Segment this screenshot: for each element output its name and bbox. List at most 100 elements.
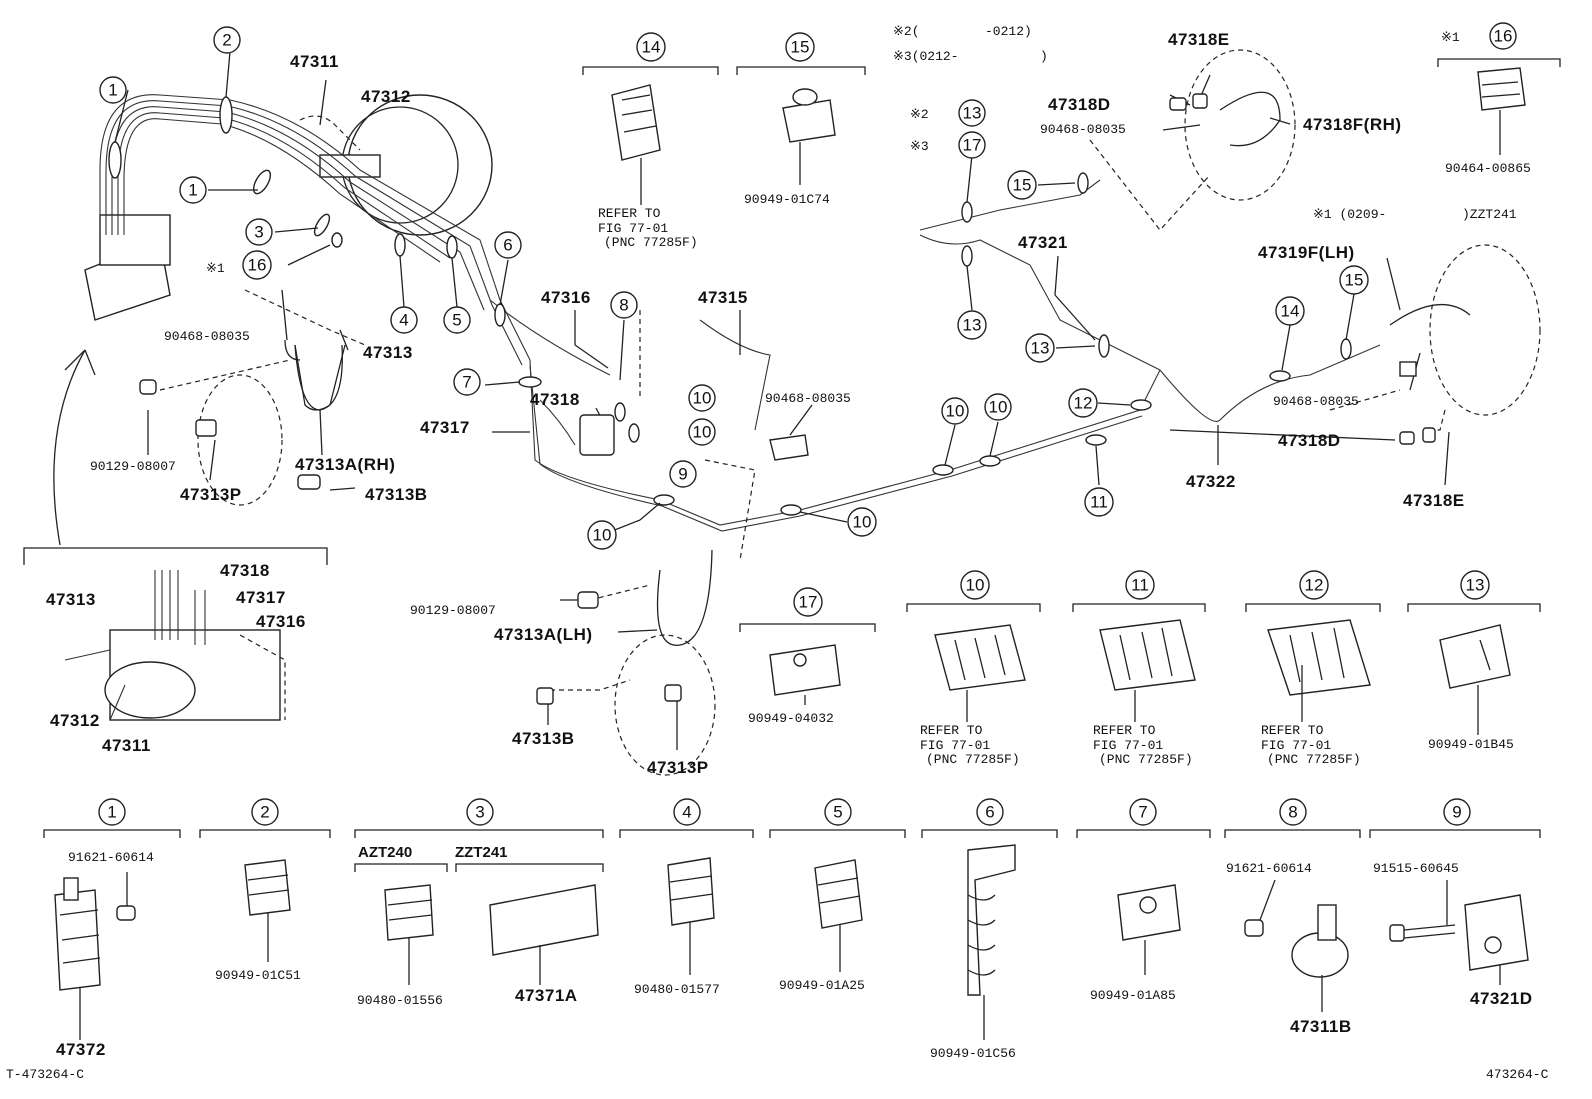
label-47321d: 47321D [1470,989,1533,1008]
label-zzt241: ZZT241 [455,844,508,861]
label-47318e-a: 47318E [1168,30,1230,49]
callout-4a: 4 [390,306,418,334]
callout-12b: 12 [1299,570,1329,600]
callout-17a: 17 [958,131,986,159]
callout-10d: 10 [847,507,877,537]
callout-13c: 13 [958,99,986,127]
diagram-text: 14 [1281,302,1300,321]
callout-circles: 1 2 1 3 1 6 4 5 6 7 8 10 10 9 10 10 10 10… [98,22,1517,826]
callout-11a: 11 [1084,487,1114,517]
label-47372: 47372 [56,1040,106,1059]
label-47313: 47313 [363,343,413,362]
diagram-text: 13 [963,316,982,335]
diagram-text: 2 [222,31,231,50]
label-47311b: 47311B [1290,1017,1352,1036]
refer-notes: REFER TO FIG 77-01 (PNC 77285F) REFER TO… [598,206,1361,767]
callout-15b: 15 [1339,265,1369,295]
label-inset-47317: 47317 [236,588,286,607]
diagram-text: 10 [966,576,985,595]
callout-10a: 10 [688,384,716,412]
label-inset-47316: 47316 [256,612,306,631]
diagram-text: ※1 [1441,30,1460,45]
callout-5b: 5 [824,798,852,826]
callout-15c: 15 [785,32,815,62]
callout-9b: 9 [1443,798,1471,826]
label-90468-08035-a: 90468-08035 [164,329,250,344]
fittings [139,93,1436,705]
diagram-text: 6 [985,803,994,822]
callout-8b: 8 [1279,798,1307,826]
master-cylinder-assembly [84,94,493,321]
callout-12a: 12 [1068,388,1098,418]
label-inset-47312: 47312 [50,711,100,730]
callout-7b: 7 [1129,798,1157,826]
label-47318: 47318 [530,390,580,409]
label-90949-01c51: 90949-01C51 [215,968,301,983]
diagram-text: 10 [853,513,872,532]
label-inset-47313: 47313 [46,590,96,609]
label-47316: 47316 [541,288,591,307]
clamp-detail-15 [736,66,866,185]
diagram-text: (PNC 77285F) [1267,752,1361,767]
diagram-text: 4 [399,311,408,330]
callout-6a: 6 [494,231,522,259]
diagram-text: 3 [475,803,484,822]
callout-7a: 7 [453,368,481,396]
label-90480-01556: 90480-01556 [357,993,443,1008]
label-47312: 47312 [361,87,411,106]
clamp-detail-14 [582,66,719,205]
clamp-detail-11 [1072,603,1206,722]
label-90949-01c74: 90949-01C74 [744,192,830,207]
diagram-text: FIG 77-01 [1093,738,1163,753]
inset-detail [23,349,328,721]
callout-1b: 1 [179,176,207,204]
label-47318e-b: 47318E [1403,491,1465,510]
figure-code-left: T-473264-C [6,1067,84,1082]
diagram-text: 11 [1090,493,1108,512]
diagram-text: 8 [1288,803,1297,822]
callout-5a: 5 [443,306,471,334]
clamp-detail-17 [739,623,876,705]
label-47311: 47311 [290,52,339,71]
diagram-text: 10 [946,402,965,421]
diagram-text: 10 [593,526,612,545]
diagram-text: 1 [107,803,116,822]
callout-10c: 10 [587,520,617,550]
label-90129-08007-a: 90129-08007 [90,459,176,474]
diagram-text: 8 [619,296,628,315]
callout-13a: 13 [1025,333,1055,363]
callout-8a: 8 [610,291,638,319]
callout-3a: 3 [245,218,273,246]
clamp-detail-13 [1407,603,1541,735]
diagram-text: 6 [503,236,512,255]
diagram-text: 15 [1345,271,1364,290]
label-inset-47311: 47311 [102,736,151,755]
callout-3b: 3 [466,798,494,826]
callout-14a: 14 [1275,296,1305,326]
label-90468-08035-c: 90468-08035 [1040,122,1126,137]
diagram-text: 13 [1466,576,1485,595]
label-90129-08007-b: 90129-08007 [410,603,496,618]
diagram-text: 1 [188,181,197,200]
diagram-text: 1 [108,81,117,100]
label-90949-01a25: 90949-01A25 [779,978,865,993]
diagram-text: -0212) [985,24,1032,39]
clamp-detail-16 [1437,58,1561,155]
label-47313b-b: 47313B [512,729,575,748]
label-47321: 47321 [1018,233,1068,252]
callout-10b: 10 [688,418,716,446]
label-47317: 47317 [420,418,470,437]
diagram-text: FIG 77-01 [1261,738,1331,753]
label-47313a-lh: 47313A(LH) [494,625,593,644]
diagram-text: 5 [452,311,461,330]
diagram-text: 9 [1452,803,1461,822]
label-47313p-b: 47313P [647,758,709,777]
detail-outlines [159,49,1541,776]
diagram-text: 12 [1074,394,1093,413]
label-47322: 47322 [1186,472,1236,491]
note-zzt241: ※1 (0209- [1313,207,1386,222]
diagram-text: 15 [791,38,810,57]
diagram-text: 2 [260,803,269,822]
callout-17b: 17 [793,587,823,617]
